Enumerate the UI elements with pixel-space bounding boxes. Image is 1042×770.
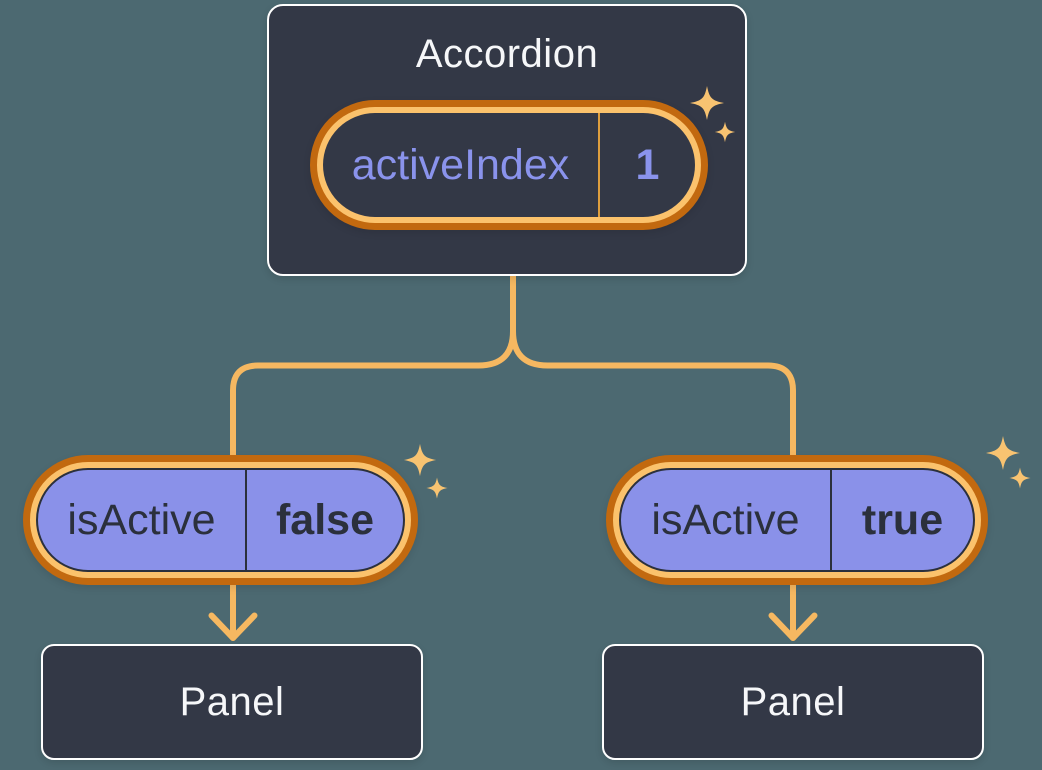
state-pill: activeIndex 1 (310, 100, 708, 230)
sparkle-icon (1009, 467, 1031, 489)
prop-pill-left-name: isActive (67, 495, 216, 544)
prop-pill-right-name: isActive (651, 495, 800, 544)
accordion-title: Accordion (415, 32, 599, 76)
sparkle-icon (403, 443, 437, 477)
panel-box-right: Panel (602, 644, 984, 760)
state-pill-name: activeIndex (351, 140, 570, 189)
prop-pill-right-value: true (830, 470, 973, 570)
state-pill-core: activeIndex 1 (323, 113, 695, 217)
prop-pill-left-value: false (245, 470, 403, 570)
prop-pill-right: isActive true (606, 455, 988, 585)
prop-pill-left-core: isActive false (36, 468, 405, 572)
panel-box-left: Panel (41, 644, 423, 760)
sparkle-icon (986, 436, 1020, 470)
sparkle-icon (426, 477, 448, 499)
prop-pill-right-core: isActive true (619, 468, 975, 572)
left-arrowhead-icon (208, 612, 258, 641)
prop-pill-left: isActive false (23, 455, 418, 585)
state-pill-value: 1 (598, 113, 695, 217)
right-arrowhead-icon (768, 612, 818, 641)
